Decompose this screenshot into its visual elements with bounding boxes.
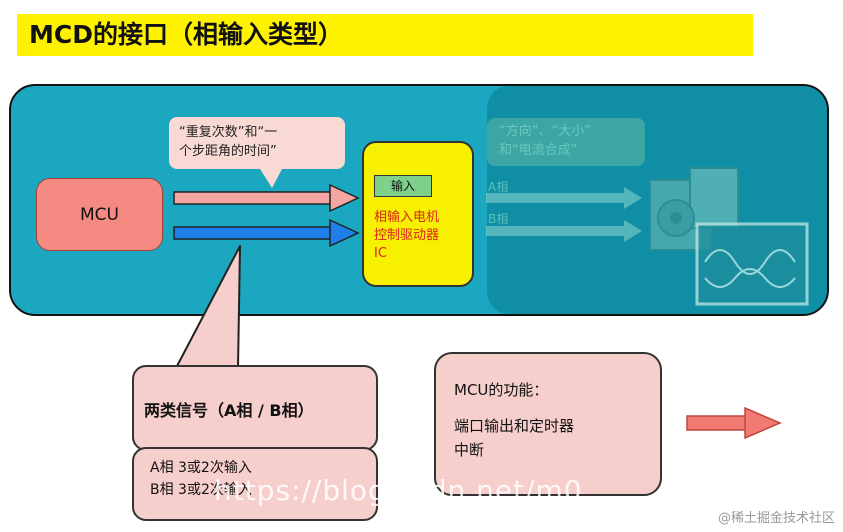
arrow-pink-icon: [173, 183, 360, 213]
signals-detail-box: A相 3或2次输入 B相 3或2次输入: [132, 447, 378, 521]
faded-label-b: B相: [488, 212, 509, 226]
driver-ic-label: 相输入电机 控制驱动器 IC: [374, 209, 470, 263]
input-tag: 输入: [374, 175, 432, 197]
mcu-function-title: MCU的功能：: [454, 381, 549, 399]
waveform-display-icon: [695, 222, 809, 306]
driver-line-3: IC: [374, 246, 387, 261]
faded-callout-line-2: 和“电流合成”: [499, 143, 578, 158]
signals-title: 两类信号（A相 / B相）: [144, 401, 314, 420]
faded-arrow-b-icon: [486, 220, 642, 242]
faded-arrow-a-icon: [486, 187, 642, 209]
callout-line-1: “重复次数”和“一: [179, 125, 278, 140]
mcu-function-box: MCU的功能： 端口输出和定时器 中断: [434, 352, 662, 496]
arrow-blue-icon: [173, 218, 360, 248]
arrow-right-icon: [686, 406, 782, 440]
signals-box: 两类信号（A相 / B相）: [132, 365, 378, 451]
callout-top-tail: [260, 169, 282, 188]
signals-row-b: B相 3或2次输入: [150, 482, 252, 498]
page-title: MCD的接口（相输入类型）: [17, 14, 753, 56]
driver-line-2: 控制驱动器: [374, 228, 440, 243]
faded-label-a: A相: [488, 180, 509, 194]
faded-callout-line-1: “方向”、“大小”: [499, 124, 591, 139]
driver-line-1: 相输入电机: [374, 210, 440, 225]
source-credit: @稀土掘金技术社区: [717, 511, 835, 526]
signals-row-a: A相 3或2次输入: [150, 460, 252, 476]
mcu-function-line-2: 中断: [454, 441, 485, 459]
mcu-box: MCU: [36, 178, 163, 251]
driver-ic-box: 输入 相输入电机 控制驱动器 IC: [362, 141, 474, 287]
callout-repeat-count: “重复次数”和“一 个步距角的时间”: [169, 117, 345, 169]
callout-line-2: 个步距角的时间”: [179, 144, 277, 159]
faded-callout: “方向”、“大小” 和“电流合成”: [487, 118, 645, 166]
mcu-function-line-1: 端口输出和定时器: [454, 417, 575, 435]
url-watermark: https://blog.csdn.net/m0: [214, 474, 583, 507]
signals-callout-tail: [175, 245, 241, 369]
